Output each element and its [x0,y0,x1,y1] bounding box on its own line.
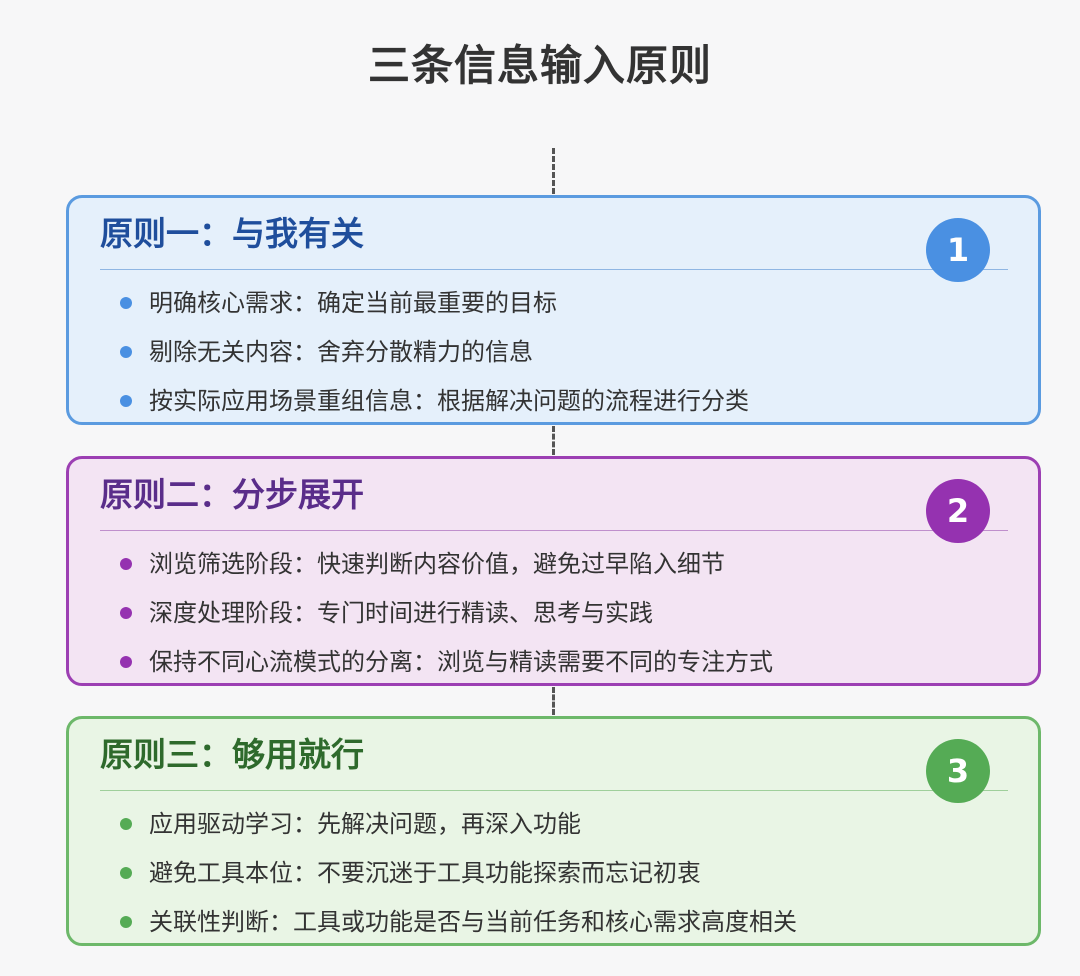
bullet-dot-icon [120,867,132,879]
list-item-text: 浏览筛选阶段：快速判断内容价值，避免过早陷入细节 [149,550,725,578]
bullet-dot-icon [120,558,132,570]
bullet-dot-icon [120,346,132,358]
bullet-dot-icon [120,818,132,830]
connector-top [552,148,555,194]
principle-heading: 原则二：分步展开 [100,475,364,514]
number-badge: 3 [926,739,990,803]
principle-list: 浏览筛选阶段：快速判断内容价值，避免过早陷入细节 深度处理阶段：专门时间进行精读… [117,543,773,690]
list-item: 按实际应用场景重组信息：根据解决问题的流程进行分类 [117,380,749,429]
list-item-text: 应用驱动学习：先解决问题，再深入功能 [149,810,581,838]
list-item: 明确核心需求：确定当前最重要的目标 [117,282,749,331]
principle-list: 明确核心需求：确定当前最重要的目标 剔除无关内容：舍弃分散精力的信息 按实际应用… [117,282,749,429]
bullet-dot-icon [120,656,132,668]
list-item-text: 按实际应用场景重组信息：根据解决问题的流程进行分类 [149,387,749,415]
list-item: 应用驱动学习：先解决问题，再深入功能 [117,803,797,852]
list-item-text: 关联性判断：工具或功能是否与当前任务和核心需求高度相关 [149,908,797,936]
list-item: 深度处理阶段：专门时间进行精读、思考与实践 [117,592,773,641]
bullet-dot-icon [120,395,132,407]
list-item-text: 保持不同心流模式的分离：浏览与精读需要不同的专注方式 [149,648,773,676]
list-item: 剔除无关内容：舍弃分散精力的信息 [117,331,749,380]
principle-heading: 原则一：与我有关 [100,214,364,253]
list-item: 避免工具本位：不要沉迷于工具功能探索而忘记初衷 [117,852,797,901]
list-item: 浏览筛选阶段：快速判断内容价值，避免过早陷入细节 [117,543,773,592]
heading-divider [100,530,1008,531]
list-item-text: 深度处理阶段：专门时间进行精读、思考与实践 [149,599,653,627]
principle-card-2: 原则二：分步展开 2 浏览筛选阶段：快速判断内容价值，避免过早陷入细节 深度处理… [66,456,1041,686]
list-item: 保持不同心流模式的分离：浏览与精读需要不同的专注方式 [117,641,773,690]
number-badge: 1 [926,218,990,282]
list-item-text: 避免工具本位：不要沉迷于工具功能探索而忘记初衷 [149,859,701,887]
list-item-text: 剔除无关内容：舍弃分散精力的信息 [149,338,533,366]
connector-2-3 [552,687,555,715]
principle-heading: 原则三：够用就行 [100,735,364,774]
principle-card-1: 原则一：与我有关 1 明确核心需求：确定当前最重要的目标 剔除无关内容：舍弃分散… [66,195,1041,425]
list-item-text: 明确核心需求：确定当前最重要的目标 [149,289,557,317]
page-title: 三条信息输入原则 [367,41,712,90]
connector-1-2 [552,426,555,455]
principle-card-3: 原则三：够用就行 3 应用驱动学习：先解决问题，再深入功能 避免工具本位：不要沉… [66,716,1041,946]
bullet-dot-icon [120,607,132,619]
heading-divider [100,269,1008,270]
principle-list: 应用驱动学习：先解决问题，再深入功能 避免工具本位：不要沉迷于工具功能探索而忘记… [117,803,797,950]
bullet-dot-icon [120,916,132,928]
bullet-dot-icon [120,297,132,309]
list-item: 关联性判断：工具或功能是否与当前任务和核心需求高度相关 [117,901,797,950]
number-badge: 2 [926,479,990,543]
heading-divider [100,790,1008,791]
